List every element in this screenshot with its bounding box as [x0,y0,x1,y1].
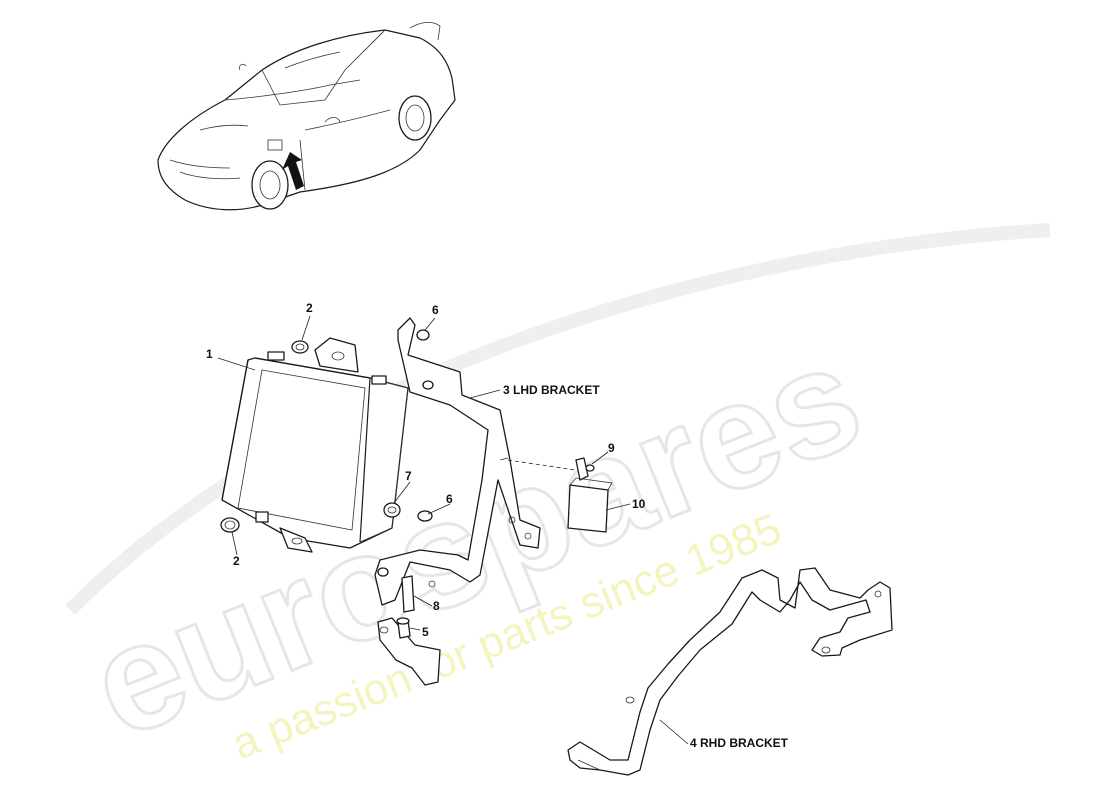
callout-6-top: 6 [432,303,439,317]
watermark-swoosh [65,223,1051,615]
callout-5: 5 [422,625,429,639]
callout-4-rhd-bracket: 4 RHD BRACKET [690,736,789,750]
sensor-module [567,457,613,533]
lhd-bracket [374,317,576,686]
nut-lower [377,567,389,577]
callout-7: 7 [405,469,412,483]
nut-2-bottom [220,517,240,533]
location-arrow [282,152,304,190]
callout-6-mid: 6 [446,492,453,506]
callout-10: 10 [632,497,646,511]
nut-2-top [291,340,309,354]
callout-1: 1 [206,347,213,361]
callout-8: 8 [433,599,440,613]
watermark: eurospares a passion for parts since 198… [65,223,1051,771]
grommet-7 [383,502,401,518]
nut-6-mid [417,510,433,522]
nut-6-top [416,329,430,341]
callout-9: 9 [608,441,615,455]
callout-3-lhd-bracket: 3 LHD BRACKET [503,383,600,397]
callout-2-bottom: 2 [233,554,240,568]
clip-9 [585,464,595,472]
car-illustration [157,22,456,211]
fasteners [220,329,434,639]
control-module [221,337,409,553]
leader-lines [217,315,689,745]
callouts: 1 2 2 3 LHD BRACKET 4 RHD BRACKET 5 6 6 … [206,301,789,750]
callout-2-top: 2 [306,301,313,315]
rhd-bracket [567,567,893,776]
nut-bracket [422,380,434,390]
